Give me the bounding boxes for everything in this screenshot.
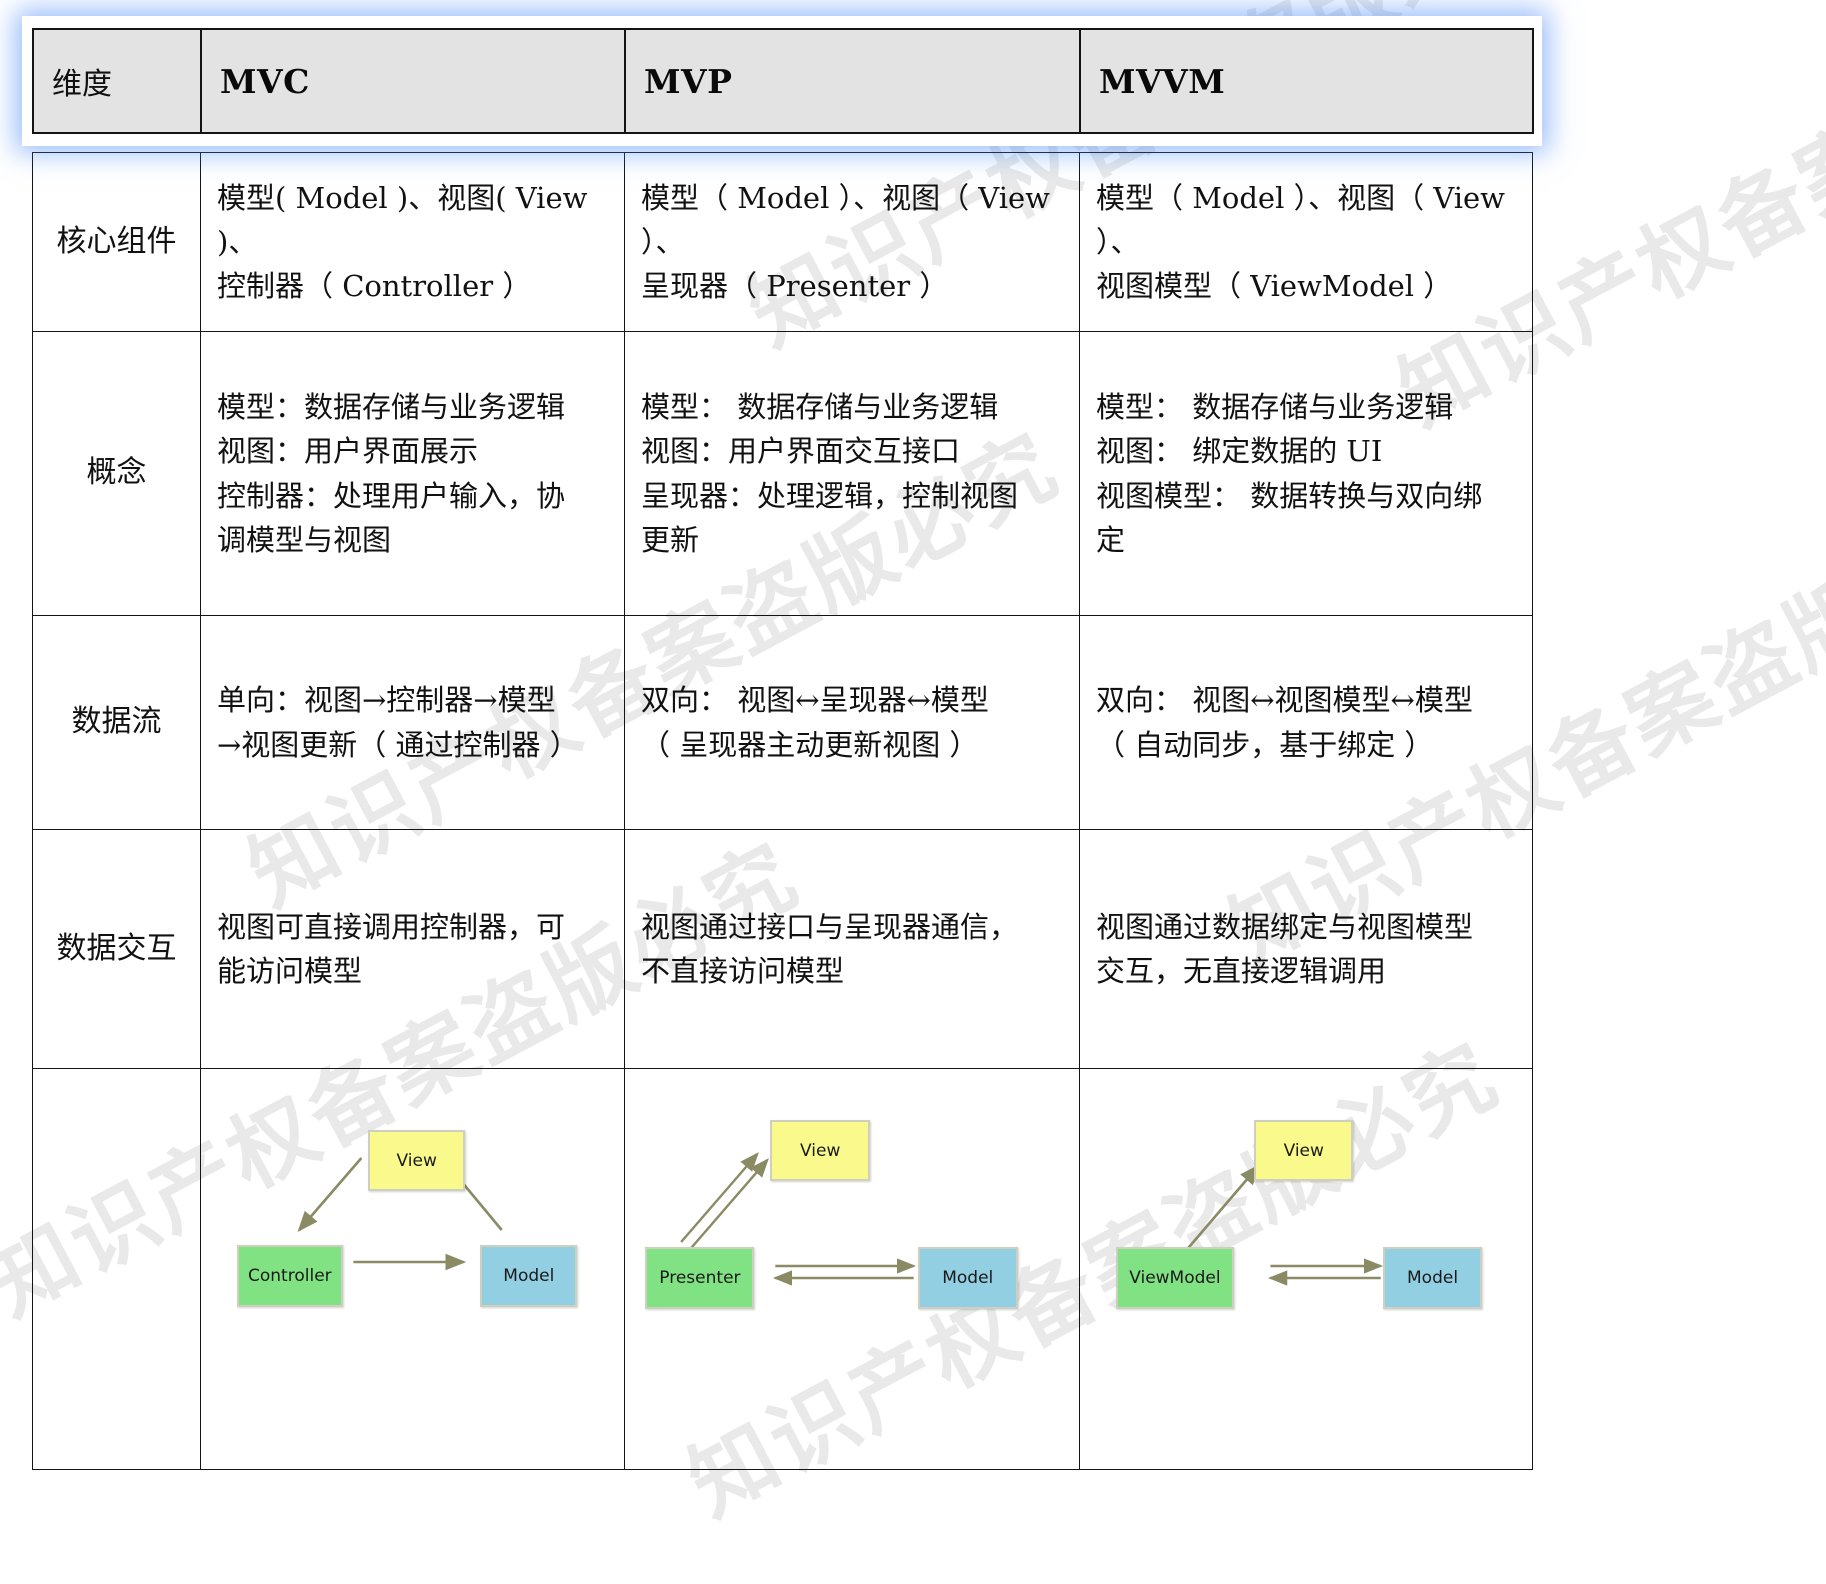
node-view[interactable]: View	[1254, 1119, 1354, 1182]
cell-flow-mvvm: 双向： 视图↔视图模型↔模型 （ 自动同步，基于绑定 ）	[1079, 615, 1533, 830]
cell-line: 单向：视图→控制器→模型	[217, 683, 556, 718]
node-label: Presenter	[659, 1267, 741, 1288]
cell-line: 模型： 数据存储与业务逻辑	[1096, 390, 1454, 425]
node-label: Model	[503, 1265, 555, 1286]
cell-line: （ 自动同步，基于绑定 ）	[1096, 727, 1434, 762]
column-header-label: MVVM	[1099, 61, 1226, 101]
cell-flow-mvp: 双向： 视图↔呈现器↔模型 （ 呈现器主动更新视图 ）	[624, 615, 1080, 830]
cell-line: 交互，无直接逻辑调用	[1096, 954, 1387, 988]
cell-line: 模型：数据存储与业务逻辑	[217, 390, 566, 425]
node-model[interactable]: Model	[480, 1245, 578, 1307]
cell-line: 视图通过接口与呈现器通信，	[641, 909, 1019, 944]
node-view[interactable]: View	[368, 1129, 466, 1192]
table-row[interactable]: 概念 模型：数据存储与业务逻辑 视图：用户界面展示 控制器：处理用户输入，协 调…	[32, 331, 1533, 616]
cell-core-mvvm: 模型（ Model ）、视图（ View ）、 视图模型（ ViewModel …	[1079, 152, 1533, 332]
cell-line: 视图通过数据绑定与视图模型	[1096, 909, 1474, 944]
cell-line: 模型： 数据存储与业务逻辑	[641, 390, 999, 425]
column-header-label: 维度	[52, 67, 112, 102]
cell-core-mvc: 模型( Model )、视图( View )、 控制器（ Controller …	[200, 152, 625, 332]
mvvm-arrows	[1187, 1164, 1384, 1286]
cell-line: 双向： 视图↔呈现器↔模型	[641, 683, 989, 718]
cell-line: 调模型与视图	[217, 522, 392, 557]
cell-line: 呈现器（ Presenter ）	[641, 269, 949, 304]
cell-line: （ 呈现器主动更新视图 ）	[641, 727, 979, 762]
mvvm-architecture-diagram: View ViewModel Model	[1080, 1070, 1532, 1468]
node-label: View	[1283, 1140, 1324, 1161]
arrow-presenter-to-view-b	[690, 1158, 769, 1249]
column-header-mvc[interactable]: MVC	[200, 28, 626, 134]
cell-line: 双向： 视图↔视图模型↔模型	[1096, 683, 1473, 718]
table-row[interactable]: 数据流 单向：视图→控制器→模型 →视图更新（ 通过控制器 ） 双向： 视图↔呈…	[32, 615, 1533, 830]
node-viewmodel[interactable]: ViewModel	[1116, 1247, 1234, 1309]
cell-line: 视图模型： 数据转换与双向绑	[1096, 478, 1483, 513]
table-row[interactable]: 核心组件 模型( Model )、视图( View )、 控制器（ Contro…	[32, 152, 1533, 332]
node-view[interactable]: View	[770, 1119, 871, 1182]
row-dimension-label: 概念	[32, 331, 201, 616]
cell-line: 视图：用户界面交互接口	[641, 434, 961, 469]
table-header: 维度 MVC MVP MVVM	[32, 28, 1534, 134]
column-header-label: MVP	[644, 61, 733, 101]
column-header-mvvm[interactable]: MVVM	[1079, 28, 1534, 134]
cell-concept-mvc: 模型：数据存储与业务逻辑 视图：用户界面展示 控制器：处理用户输入，协 调模型与…	[200, 331, 625, 616]
cell-core-mvp: 模型（ Model ）、视图（ View ）、 呈现器（ Presenter ）	[624, 152, 1080, 332]
node-label: Controller	[248, 1265, 332, 1286]
cell-diagram-mvvm: View ViewModel Model	[1079, 1068, 1533, 1470]
node-presenter[interactable]: Presenter	[645, 1247, 755, 1309]
cell-line: 视图可直接调用控制器，可	[217, 909, 566, 944]
arrow-viewmodel-to-view	[1187, 1164, 1261, 1249]
cell-line: 更新	[641, 522, 700, 557]
cell-line: 视图模型（ ViewModel ）	[1096, 269, 1453, 304]
cell-concept-mvvm: 模型： 数据存储与业务逻辑 视图： 绑定数据的 UI 视图模型： 数据转换与双向…	[1079, 331, 1533, 616]
cell-concept-mvp: 模型： 数据存储与业务逻辑 视图：用户界面交互接口 呈现器：处理逻辑，控制视图 …	[624, 331, 1080, 616]
column-header-dimension[interactable]: 维度	[32, 28, 202, 134]
column-header-mvp[interactable]: MVP	[624, 28, 1081, 134]
arrow-presenter-to-view-a	[680, 1152, 759, 1243]
cell-line: 控制器（ Controller ）	[217, 269, 532, 304]
node-label: ViewModel	[1129, 1267, 1221, 1288]
cell-interact-mvp: 视图通过接口与呈现器通信， 不直接访问模型	[624, 829, 1080, 1069]
cell-line: 模型( Model )、视图( View )、	[217, 180, 588, 259]
table-header-highlight: 维度 MVC MVP MVVM	[22, 16, 1542, 146]
cell-line: 能访问模型	[217, 954, 363, 988]
node-model[interactable]: Model	[917, 1247, 1018, 1309]
mvp-architecture-diagram: View Presenter Model	[625, 1070, 1079, 1468]
table-row-diagrams[interactable]: View Controller Model	[32, 1068, 1533, 1470]
node-label: View	[396, 1150, 437, 1171]
cell-flow-mvc: 单向：视图→控制器→模型 →视图更新（ 通过控制器 ）	[200, 615, 625, 830]
cell-diagram-dimension-empty	[32, 1068, 201, 1470]
cell-line: 呈现器：处理逻辑，控制视图	[641, 478, 1019, 513]
cell-interact-mvc: 视图可直接调用控制器，可 能访问模型	[200, 829, 625, 1069]
cell-diagram-mvp: View Presenter Model	[624, 1068, 1080, 1470]
node-controller[interactable]: Controller	[236, 1245, 343, 1307]
comparison-table-wrapper: 维度 MVC MVP MVVM 核心组件	[22, 16, 1802, 1470]
cell-line: 控制器：处理用户输入，协	[217, 478, 566, 513]
mvc-architecture-diagram: View Controller Model	[201, 1070, 624, 1468]
arrow-view-to-controller	[297, 1157, 363, 1232]
node-label: Model	[1407, 1267, 1459, 1288]
cell-line: 视图：用户界面展示	[217, 434, 479, 469]
cell-line: 视图： 绑定数据的 UI	[1096, 434, 1383, 469]
node-label: View	[800, 1140, 841, 1161]
cell-line: 模型（ Model ）、视图（ View ）、	[1096, 180, 1506, 259]
comparison-table: 核心组件 模型( Model )、视图( View )、 控制器（ Contro…	[32, 152, 1533, 1470]
node-label: Model	[942, 1267, 994, 1288]
mvp-arrows	[680, 1152, 917, 1286]
header-row: 维度 MVC MVP MVVM	[32, 28, 1534, 134]
cell-diagram-mvc: View Controller Model	[200, 1068, 625, 1470]
node-model[interactable]: Model	[1382, 1247, 1483, 1309]
cell-line: 不直接访问模型	[641, 954, 845, 988]
cell-line: 模型（ Model ）、视图（ View ）、	[641, 180, 1051, 259]
table-row[interactable]: 数据交互 视图可直接调用控制器，可 能访问模型 视图通过接口与呈现器通信， 不直…	[32, 829, 1533, 1069]
cell-line: →视图更新（ 通过控制器 ）	[217, 727, 579, 762]
row-dimension-label: 数据流	[32, 615, 201, 830]
cell-line: 定	[1096, 522, 1126, 557]
column-header-label: MVC	[220, 61, 310, 101]
cell-interact-mvvm: 视图通过数据绑定与视图模型 交互，无直接逻辑调用	[1079, 829, 1533, 1069]
row-dimension-label: 核心组件	[32, 152, 201, 332]
row-dimension-label: 数据交互	[32, 829, 201, 1069]
